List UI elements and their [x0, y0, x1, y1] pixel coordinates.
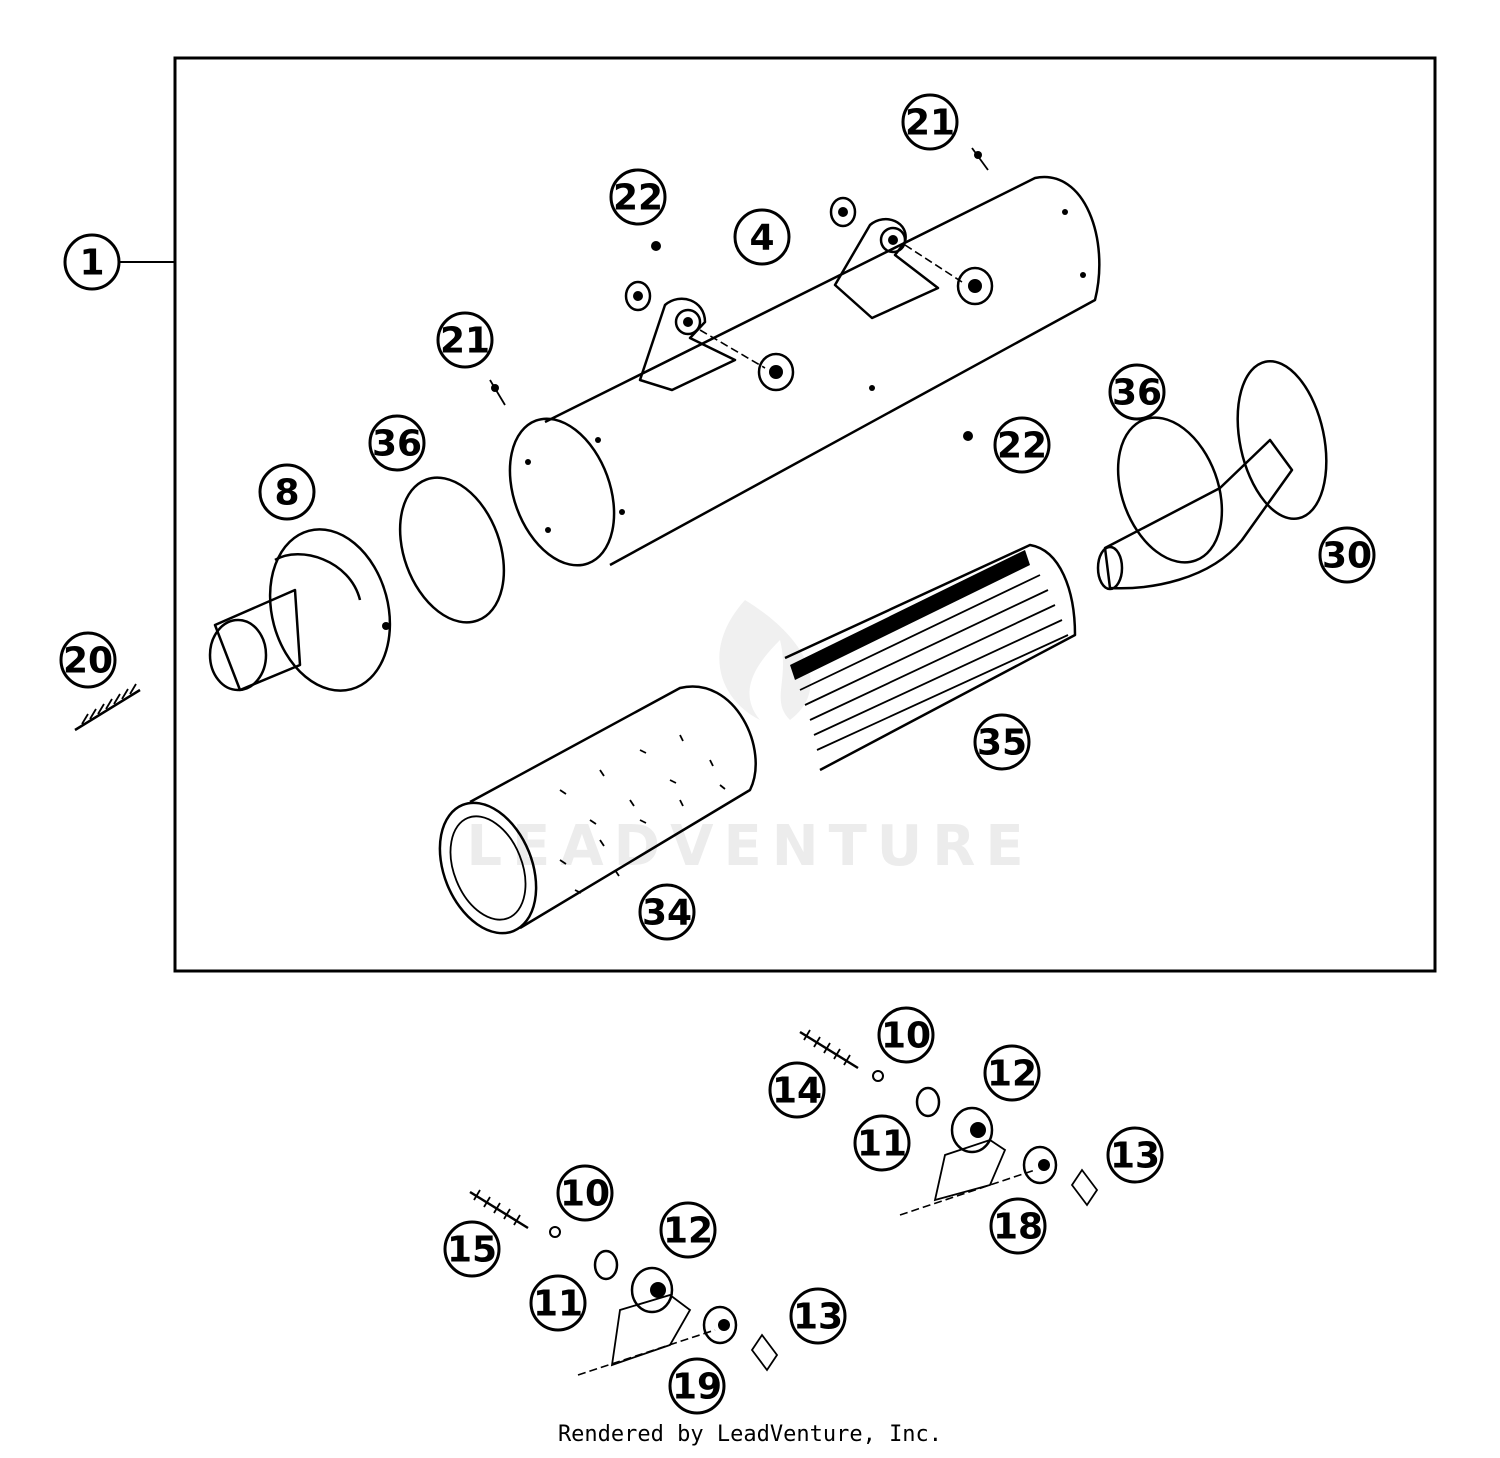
spring [74, 683, 141, 732]
callout-number: 34 [642, 893, 692, 934]
callout-number: 15 [447, 1230, 497, 1271]
callout-36: 36 [1108, 363, 1166, 421]
callout-22: 22 [993, 416, 1051, 474]
callout-21: 21 [901, 93, 959, 151]
callout-number: 21 [905, 103, 955, 144]
callout-12: 12 [659, 1201, 717, 1259]
gasket-right [1116, 416, 1224, 564]
mount-hardware-upper [799, 1029, 1099, 1216]
callout-number: 8 [274, 473, 299, 514]
gasket-left [398, 476, 506, 624]
callout-35: 35 [973, 713, 1031, 771]
callout-circle [983, 1044, 1041, 1102]
callout-circle [1318, 526, 1376, 584]
callout-circle [768, 1061, 826, 1119]
callout-number: 1 [79, 243, 104, 284]
callout-number: 36 [372, 424, 422, 465]
callout-circle [436, 311, 494, 369]
perforated-tube [784, 543, 1077, 772]
callout-circle [659, 1201, 717, 1259]
callout-15: 15 [443, 1220, 501, 1278]
callout-number: 13 [793, 1297, 843, 1338]
callout-circle [789, 1287, 847, 1345]
assembly-frame [173, 56, 1437, 973]
callout-10: 10 [556, 1164, 614, 1222]
outlet-end-cap [1096, 360, 1328, 591]
callout-number: 22 [613, 178, 663, 219]
callout-18: 18 [989, 1197, 1047, 1255]
callout-30: 30 [1318, 526, 1376, 584]
inlet-end-cap [208, 528, 392, 692]
callout-circle [901, 93, 959, 151]
callout-circle [853, 1114, 911, 1172]
exploded-parts-diagram: LEADVENTURE [59, 56, 1437, 1415]
callout-circle [1108, 363, 1166, 421]
callout-number: 11 [857, 1124, 907, 1165]
callout-number: 11 [533, 1284, 583, 1325]
callout-circle [368, 414, 426, 472]
callout-circle [733, 208, 791, 266]
callout-circle [638, 883, 696, 941]
watermark: LEADVENTURE [466, 600, 1033, 879]
callout-circle [993, 416, 1051, 474]
callout-circle [59, 631, 117, 689]
callout-circle [609, 168, 667, 226]
callout-36: 36 [368, 414, 426, 472]
callout-number: 22 [997, 426, 1047, 467]
callout-number: 12 [987, 1054, 1037, 1095]
footer-credit: Rendered by LeadVenture, Inc. [557, 1422, 943, 1447]
callout-circle [258, 463, 316, 521]
callout-14: 14 [768, 1061, 826, 1119]
callout-circle [529, 1274, 587, 1332]
callout-11: 11 [529, 1274, 587, 1332]
callout-circle [877, 1006, 935, 1064]
callout-circle [63, 233, 121, 291]
mount-hardware-lower [469, 1189, 779, 1376]
packing-wool [438, 685, 757, 935]
callout-circle [443, 1220, 501, 1278]
muffler-body [489, 147, 1101, 567]
callout-number: 13 [1110, 1136, 1160, 1177]
callout-21: 21 [436, 311, 494, 369]
callout-13: 13 [1106, 1126, 1164, 1184]
callout-22: 22 [609, 168, 667, 226]
callout-number: 10 [560, 1174, 610, 1215]
callout-number: 36 [1112, 373, 1162, 414]
callout-circle [989, 1197, 1047, 1255]
callout-circle [973, 713, 1031, 771]
callout-19: 19 [668, 1357, 726, 1415]
callout-8: 8 [258, 463, 316, 521]
callout-number: 4 [749, 218, 774, 259]
callout-circle [556, 1164, 614, 1222]
callout-11: 11 [853, 1114, 911, 1172]
callout-circle [668, 1357, 726, 1415]
callout-number: 10 [881, 1016, 931, 1057]
callout-10: 10 [877, 1006, 935, 1064]
callout-4: 4 [733, 208, 791, 266]
callout-number: 21 [440, 321, 490, 362]
callout-number: 20 [63, 641, 113, 682]
callout-number: 19 [672, 1367, 722, 1408]
callout-12: 12 [983, 1044, 1041, 1102]
callout-1: 1 [63, 233, 121, 291]
callout-34: 34 [638, 883, 696, 941]
callout-13: 13 [789, 1287, 847, 1345]
callout-number: 12 [663, 1211, 713, 1252]
callout-circle [1106, 1126, 1164, 1184]
callout-number: 18 [993, 1207, 1043, 1248]
callout-number: 35 [977, 723, 1027, 764]
callout-number: 30 [1322, 536, 1372, 577]
callout-20: 20 [59, 631, 117, 689]
watermark-text: LEADVENTURE [466, 814, 1033, 879]
callout-number: 14 [772, 1071, 822, 1112]
